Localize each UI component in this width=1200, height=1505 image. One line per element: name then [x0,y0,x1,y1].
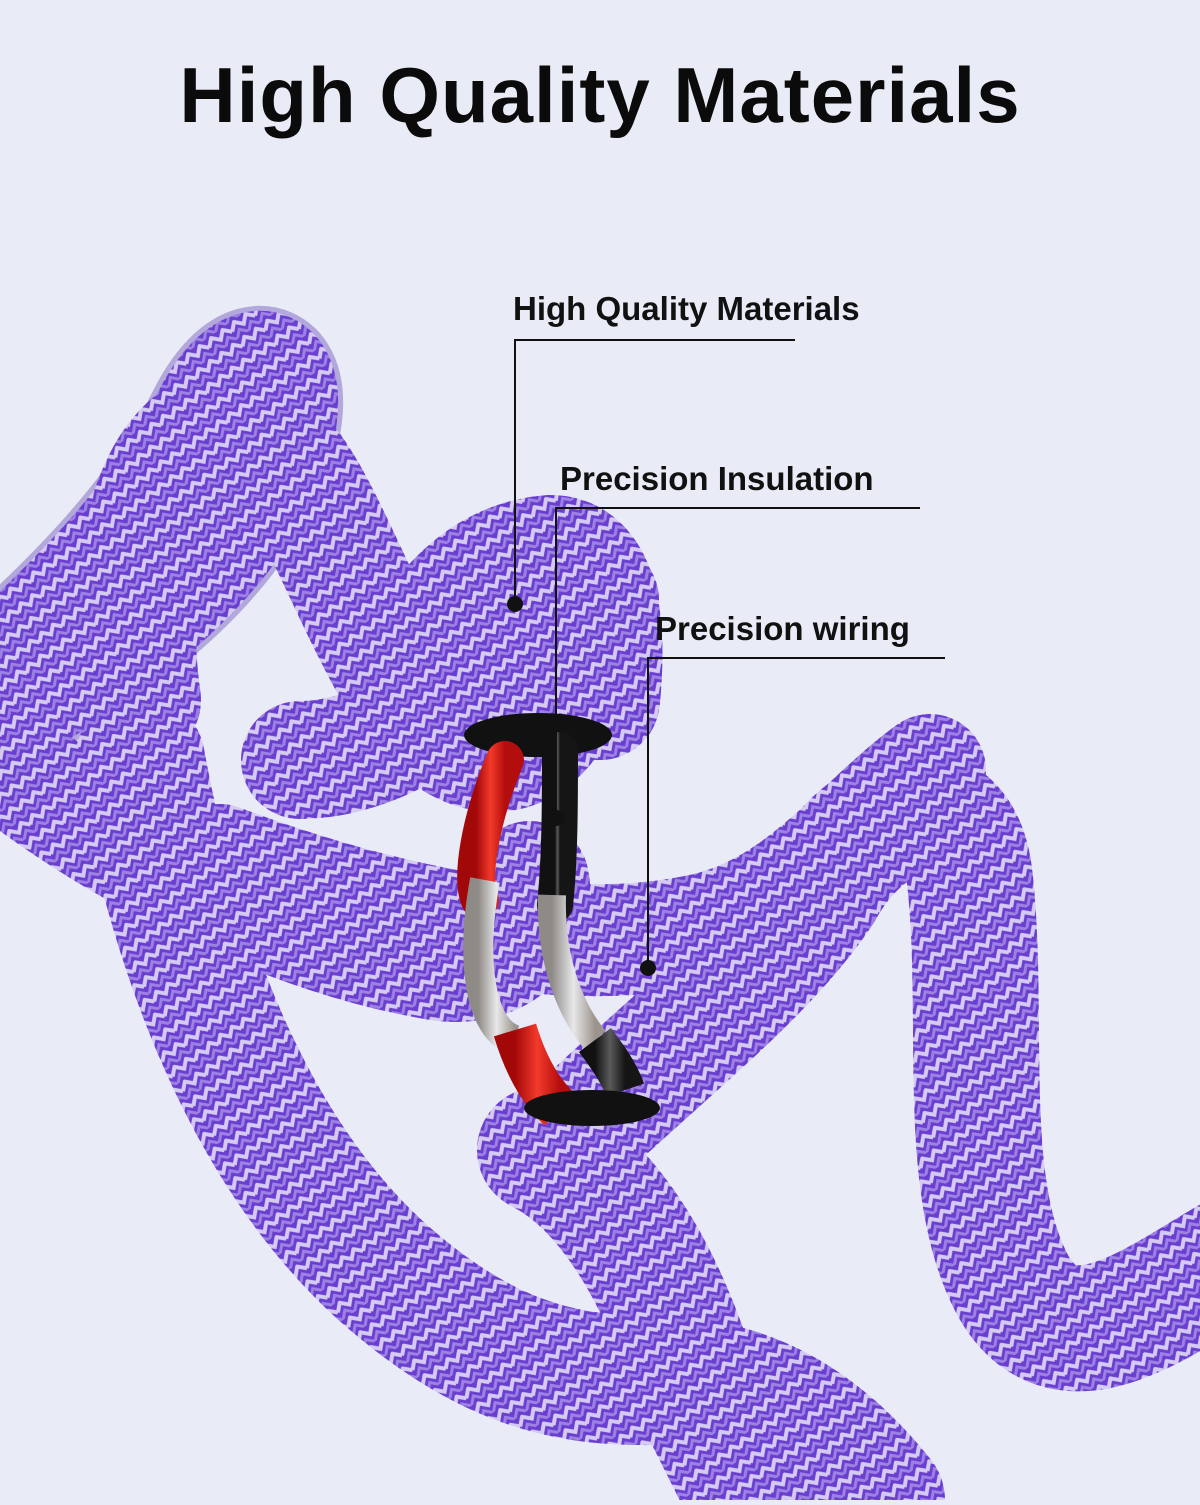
callout-label-wiring: Precision wiring [655,610,910,647]
callout-label-insulation: Precision Insulation [560,460,874,497]
callout-label-materials: High Quality Materials [513,290,860,327]
cable-cut-end-bottom [524,1090,660,1126]
callout-dot [640,960,656,976]
callout-dot [548,810,564,826]
cable-cut-end-top [464,713,612,757]
leader-lines [514,339,945,965]
callout-dot [507,596,523,612]
cable-segment [360,494,663,760]
cable-segment [497,750,1200,1392]
page-title: High Quality Materials [179,51,1021,139]
cable-segment [477,1087,822,1505]
cable-segment [164,714,986,997]
